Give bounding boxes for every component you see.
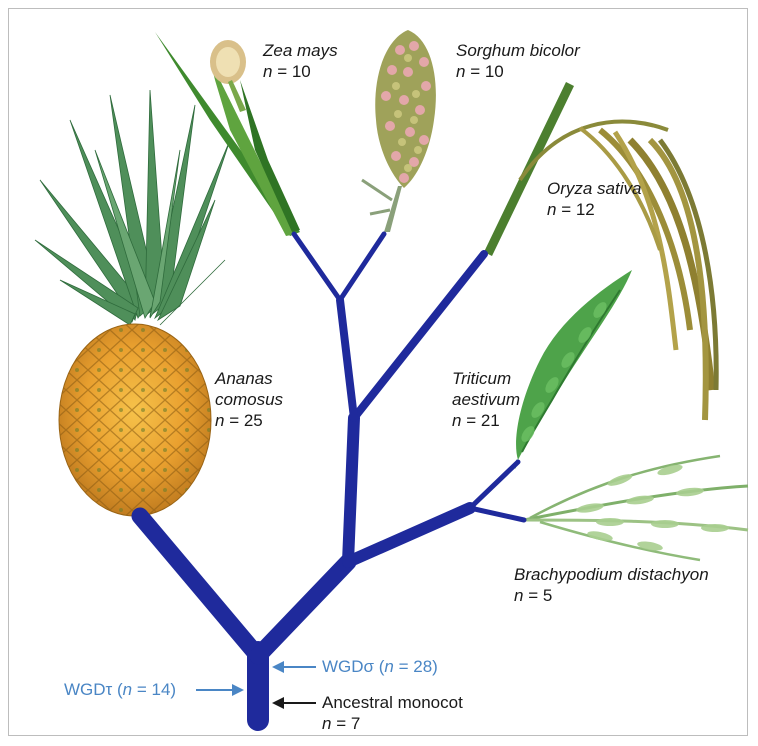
- species-name: Oryza sativa: [547, 179, 641, 198]
- branch-brachypodium: [470, 508, 524, 520]
- species-name: Brachypodium distachyon: [514, 565, 709, 584]
- species-name-line1: Triticum: [452, 369, 511, 388]
- species-name-line2: comosus: [215, 390, 283, 409]
- n-symbol: n: [322, 714, 331, 733]
- chromosome-number: = 7: [336, 714, 360, 733]
- species-name-line1: Ananas: [215, 369, 273, 388]
- label-ancestral-monocot: Ancestral monocot n = 7: [322, 692, 463, 734]
- chromosome-number: = 12: [561, 200, 595, 219]
- branch-ananas: [140, 516, 258, 656]
- label-sorghum-bicolor: Sorghum bicolor n = 10: [456, 40, 580, 82]
- n-symbol: n: [123, 680, 132, 699]
- n-symbol: n: [547, 200, 556, 219]
- wgd-sigma-suffix: = 28): [394, 657, 438, 676]
- wheat-spike-icon: [514, 270, 632, 468]
- branch-triticum: [470, 462, 518, 508]
- chromosome-number: = 21: [466, 411, 500, 430]
- label-ananas-comosus: Ananas comosus n = 25: [215, 368, 283, 431]
- chromosome-number: = 25: [229, 411, 263, 430]
- branch-sorghum: [340, 234, 384, 300]
- wgd-sigma-prefix: WGDσ (: [322, 657, 384, 676]
- ancestral-title: Ancestral monocot: [322, 693, 463, 712]
- branch-panicoid-stem: [348, 418, 354, 562]
- n-symbol: n: [263, 62, 272, 81]
- wgd-tau-prefix: WGDτ (: [64, 680, 123, 699]
- label-brachypodium-distachyon: Brachypodium distachyon n = 5: [514, 564, 709, 606]
- wgd-sigma-arrow-icon: [272, 661, 316, 673]
- chromosome-number: = 5: [528, 586, 552, 605]
- label-zea-mays: Zea mays n = 10: [263, 40, 338, 82]
- sorghum-panicle-icon: [362, 30, 436, 232]
- ancestral-arrow-icon: [272, 697, 316, 709]
- n-symbol: n: [384, 657, 393, 676]
- branch-zea: [294, 234, 340, 300]
- chromosome-number: = 10: [277, 62, 311, 81]
- n-symbol: n: [514, 586, 523, 605]
- n-symbol: n: [215, 411, 224, 430]
- label-wgd-tau: WGDτ (n = 14): [64, 679, 176, 700]
- branch-andropogoneae: [340, 300, 354, 418]
- n-symbol: n: [456, 62, 465, 81]
- species-name: Zea mays: [263, 41, 338, 60]
- wgd-tau-arrow-icon: [196, 684, 244, 696]
- label-triticum-aestivum: Triticum aestivum n = 21: [452, 368, 520, 431]
- wgd-tau-suffix: = 14): [132, 680, 176, 699]
- chromosome-number: = 10: [470, 62, 504, 81]
- species-name: Sorghum bicolor: [456, 41, 580, 60]
- tree-branches: [140, 234, 524, 720]
- pineapple-icon: [35, 90, 230, 516]
- n-symbol: n: [452, 411, 461, 430]
- branch-grasses: [258, 562, 348, 656]
- label-wgd-sigma: WGDσ (n = 28): [322, 656, 438, 677]
- species-name-line2: aestivum: [452, 390, 520, 409]
- label-oryza-sativa: Oryza sativa n = 12: [547, 178, 641, 220]
- brachypodium-grass-icon: [524, 456, 748, 560]
- branch-pooid-stem: [348, 508, 470, 562]
